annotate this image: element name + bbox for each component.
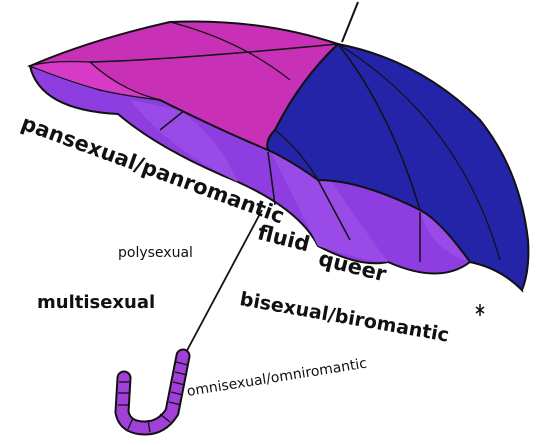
- umbrella-blue-panel: [266, 42, 530, 292]
- umbrella-pink-fold: [28, 60, 161, 101]
- umbrella-rib: [337, 43, 421, 211]
- umbrella-inner-rib: [317, 179, 351, 241]
- umbrella-rib: [274, 129, 319, 181]
- sparkle-icon: [475, 304, 485, 316]
- umbrella-rib: [169, 21, 291, 81]
- umbrella-inner-panel: [130, 100, 238, 182]
- umbrella-tip: [341, 1, 359, 43]
- umbrella-inner-panel: [270, 150, 388, 262]
- umbrella-handle-fill: [116, 350, 189, 434]
- umbrella-shaft: [182, 209, 263, 359]
- label-polysexual: polysexual: [118, 245, 193, 261]
- handle-stripes: [118, 361, 189, 433]
- umbrella-rib: [89, 43, 339, 63]
- label-multisexual: multisexual: [37, 292, 156, 313]
- umbrella-inner-rib: [267, 151, 276, 206]
- umbrella-rib: [337, 43, 501, 261]
